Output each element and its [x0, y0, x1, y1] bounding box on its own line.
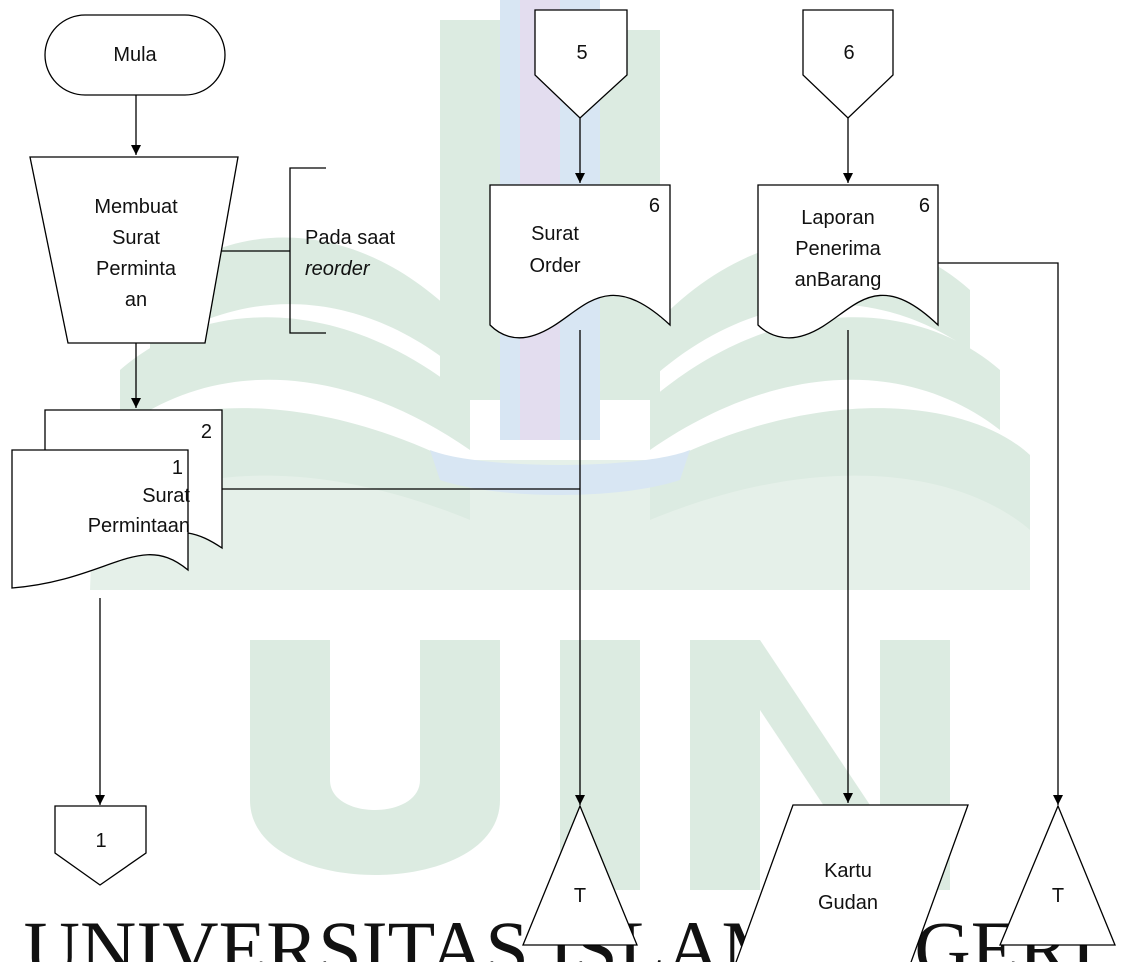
watermark-arch — [430, 450, 690, 495]
stock-card-line-1: Kartu — [824, 860, 872, 882]
manual-operation-line-4: an — [125, 289, 147, 311]
receipt-document-line-3: anBarang — [795, 269, 882, 291]
manual-operation-line-2: Surat — [112, 227, 160, 249]
order-document-shape — [489, 184, 671, 339]
stock-card-line-2: Gudan — [818, 892, 878, 914]
request-document-line-1: Surat — [142, 485, 190, 507]
receipt-document-line-2: Penerima — [795, 238, 881, 260]
request-document-copy-front-number: 1 — [172, 457, 183, 479]
annotation-line-2: reorder — [305, 258, 371, 280]
stock-card-shape — [735, 804, 969, 962]
offline-file-right-label: T — [1052, 885, 1064, 907]
watermark-book-left-3 — [150, 237, 470, 380]
offpage-connector-1-shape — [54, 805, 147, 886]
manual-operation-shape — [29, 156, 239, 344]
request-document-front-copy — [11, 449, 189, 589]
watermark-base-band — [90, 460, 1030, 590]
request-document-line-2: Permintaan — [88, 515, 190, 537]
order-document-copy-number: 6 — [649, 195, 660, 217]
offpage-connector-5-shape — [534, 9, 628, 119]
watermark-letter-u — [250, 640, 500, 875]
request-document-copy-back-number: 2 — [201, 421, 212, 443]
offline-file-mid: T — [522, 804, 638, 946]
manual-operation-line-3: Perminta — [96, 258, 177, 280]
order-document: 6 Surat Order — [489, 184, 671, 339]
arrow-receipt-to-file — [938, 262, 1063, 805]
offpage-connector-6-shape — [802, 9, 894, 119]
offline-file-mid-label: T — [574, 885, 586, 907]
start-label: Mula — [113, 44, 157, 66]
receipt-document: 6 Laporan Penerima anBarang — [757, 184, 939, 339]
manual-operation: Membuat Surat Perminta an — [29, 156, 239, 344]
receipt-document-line-1: Laporan — [801, 207, 874, 229]
order-document-line-1: Surat — [531, 223, 579, 245]
receipt-document-shape — [757, 184, 939, 339]
order-document-line-2: Order — [529, 255, 580, 277]
offpage-connector-1-label: 1 — [95, 830, 106, 852]
watermark-book-right-2 — [650, 317, 1000, 450]
annotation-line-1: Pada saat — [305, 227, 396, 249]
watermark-book-left-2 — [120, 317, 470, 450]
offline-file-mid-shape — [522, 804, 638, 946]
start-terminator: Mula — [44, 14, 226, 96]
stock-card: Kartu Gudan — [735, 804, 969, 962]
flow-lines — [95, 95, 1063, 805]
offpage-connector-6: 6 — [802, 9, 894, 119]
manual-operation-line-1: Membuat — [94, 196, 178, 218]
offpage-connector-5: 5 — [534, 9, 628, 119]
offpage-connector-6-label: 6 — [843, 42, 854, 64]
offpage-connector-5-label: 5 — [576, 42, 587, 64]
annotation-bracket — [214, 167, 326, 334]
offline-file-right: T — [999, 804, 1116, 946]
request-document: 2 1 Surat Permintaan — [11, 409, 223, 589]
receipt-document-copy-number: 6 — [919, 195, 930, 217]
start-terminator-shape — [44, 14, 226, 96]
offline-file-right-shape — [999, 804, 1116, 946]
offpage-connector-1: 1 — [54, 805, 147, 886]
annotation: Pada saat reorder — [305, 227, 396, 280]
